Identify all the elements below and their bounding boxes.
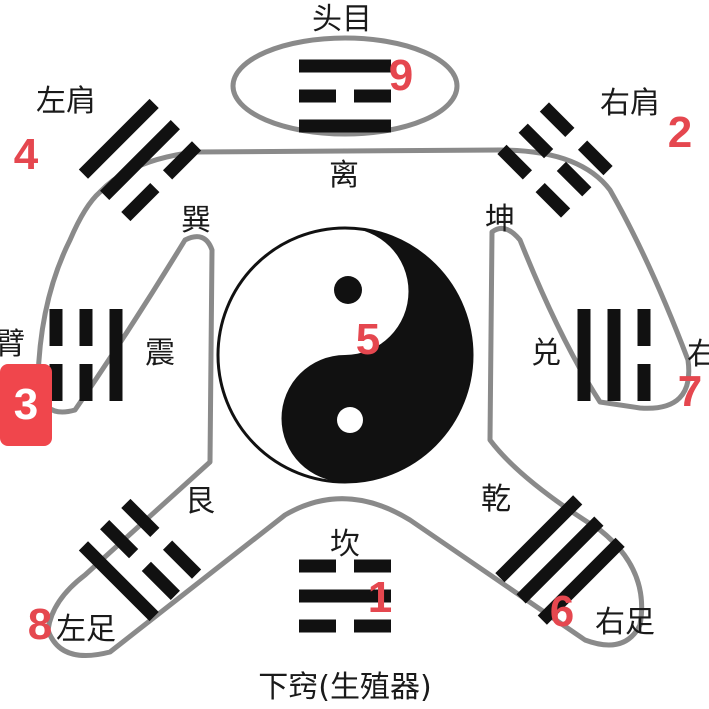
- label-qian: 乾: [481, 482, 511, 517]
- label-xun: 巽: [181, 203, 211, 238]
- trigram-line-broken: [497, 144, 533, 180]
- trigram-line-solid: [109, 309, 123, 401]
- trigram-line-solid: [495, 495, 583, 583]
- trigram-line-broken: [121, 498, 160, 538]
- trigram-line-broken: [141, 561, 180, 600]
- trigram-line-broken: [299, 619, 336, 633]
- trigram-kun: [497, 102, 613, 218]
- trigram-line-solid: [78, 98, 159, 179]
- label-gen: 艮: [185, 484, 215, 519]
- label-head: 头目: [312, 2, 372, 37]
- trigram-line-broken: [354, 559, 391, 573]
- trigram-kan: [299, 559, 391, 633]
- trigram-line-solid: [537, 537, 625, 625]
- trigram-line-broken: [518, 123, 554, 159]
- trigram-line-broken: [637, 309, 651, 346]
- trigram-dui: [577, 309, 651, 401]
- trigram-line-broken: [577, 140, 613, 176]
- label-lower: 下窍(生殖器): [258, 670, 432, 705]
- trigram-line-solid: [577, 309, 591, 401]
- trigram-line-broken: [49, 364, 63, 401]
- trigram-line-broken: [354, 619, 391, 633]
- head-outline: [230, 35, 460, 137]
- trigram-line-solid: [299, 589, 391, 603]
- label-kun: 坤: [485, 202, 515, 237]
- trigram-line-broken: [162, 141, 202, 180]
- trigram-line-broken: [49, 309, 63, 346]
- trigram-line-broken: [79, 364, 93, 401]
- number-kan: 1: [367, 573, 393, 622]
- number-dui: 7: [677, 367, 703, 416]
- trigram-line-broken: [354, 89, 391, 103]
- yin-yang-symbol: [216, 226, 474, 484]
- number-zhen: 3: [13, 380, 39, 429]
- number-li: 9: [388, 51, 414, 100]
- trigram-line-solid: [516, 516, 604, 604]
- label-right-arm: 右: [687, 337, 709, 372]
- label-left-foot: 左足: [56, 612, 116, 647]
- label-dui: 兑: [531, 336, 561, 371]
- number-xun: 4: [13, 130, 39, 179]
- trigram-line-broken: [121, 182, 160, 222]
- label-right-foot: 右足: [595, 605, 655, 640]
- label-li: 离: [329, 158, 359, 193]
- yin-dot: [334, 276, 362, 304]
- label-zhen: 震: [145, 336, 175, 371]
- trigram-xun: [78, 98, 202, 222]
- trigram-line-broken: [100, 520, 139, 559]
- label-kan: 坎: [330, 527, 360, 562]
- trigram-li: [299, 59, 391, 133]
- trigram-line-solid: [100, 120, 180, 200]
- trigram-line-solid: [607, 309, 621, 401]
- label-left-arm: 臂: [0, 327, 25, 362]
- trigram-zhen: [49, 309, 123, 401]
- trigram-line-broken: [556, 161, 592, 197]
- number-qian: 6: [549, 587, 575, 636]
- trigram-line-broken: [79, 309, 93, 346]
- yin-half: [281, 228, 472, 482]
- number-badge-zhen: 3: [0, 364, 52, 446]
- label-right-shoulder: 右肩: [600, 86, 660, 121]
- trigram-gen: [78, 498, 202, 622]
- trigram-line-broken: [299, 559, 336, 573]
- yang-dot: [337, 407, 363, 433]
- trigram-line-broken: [637, 364, 651, 401]
- trigram-line-solid: [299, 59, 391, 73]
- trigram-line-broken: [162, 540, 202, 579]
- trigram-line-broken: [299, 89, 336, 103]
- trigram-line-solid: [299, 119, 391, 133]
- trigram-line-solid: [78, 541, 159, 622]
- number-kun: 2: [667, 108, 693, 157]
- trigram-line-broken: [535, 182, 571, 218]
- number-gen: 8: [27, 600, 53, 649]
- trigram-qian: [495, 495, 625, 625]
- number-center: 5: [355, 315, 381, 364]
- trigram-line-broken: [539, 102, 575, 138]
- body-outline: [35, 147, 692, 658]
- label-left-shoulder: 左肩: [36, 84, 96, 119]
